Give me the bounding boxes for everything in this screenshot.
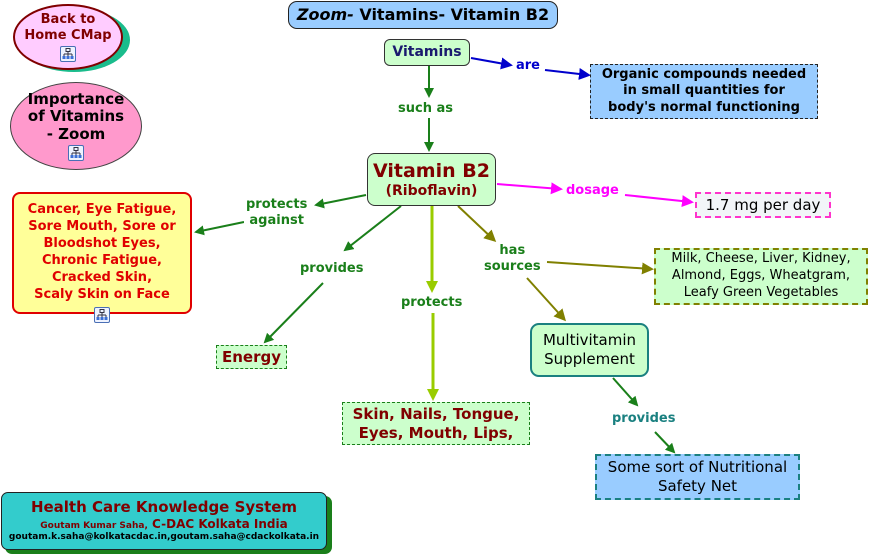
concept-organic-compounds[interactable]: Organic compounds needed in small quanti…	[590, 64, 818, 119]
footer-author-org: C-DAC Kolkata India	[147, 517, 288, 532]
link-b2-provides	[343, 205, 402, 252]
title-italic: Zoom-	[296, 5, 354, 25]
concept-deficiency-symptoms[interactable]: Cancer, Eye Fatigue, Sore Mouth, Sore or…	[12, 192, 192, 314]
footer-title: Health Care Knowledge System	[30, 498, 298, 517]
protects-against-line2: against	[249, 213, 304, 229]
link-dosage-value	[624, 194, 694, 208]
importance-line2: of Vitamins	[27, 107, 125, 126]
link-are-organic	[544, 68, 591, 80]
organic-line2: in small quantities for	[623, 83, 785, 99]
sources-line1: Milk, Cheese, Liver, Kidney,	[671, 251, 851, 267]
footer-credits: Health Care Knowledge System Goutam Kuma…	[1, 492, 327, 550]
protects-against-line1: protects	[246, 197, 308, 212]
concept-protected-body-parts[interactable]: Skin, Nails, Tongue, Eyes, Mouth, Lips,	[342, 402, 530, 445]
link-label-provides-energy: provides	[298, 261, 366, 278]
importance-line3: - Zoom	[46, 124, 106, 143]
footer-emails: goutam.k.saha@kolkatacdac.in,goutam.saha…	[8, 532, 320, 543]
deficiency-line5: Cracked Skin,	[51, 269, 153, 285]
has-sources-line1: has	[499, 243, 526, 258]
back-home-cmap-button[interactable]: Back to Home CMap	[13, 4, 123, 70]
deficiency-line2: Sore Mouth, Sore or	[28, 219, 176, 235]
safety-line1: Some sort of Nutritional	[607, 458, 788, 477]
concept-energy[interactable]: Energy	[216, 345, 287, 369]
concept-map-icon[interactable]	[68, 144, 84, 161]
deficiency-line3: Bloodshot Eyes,	[43, 236, 161, 252]
concept-nutritional-safety-net[interactable]: Some sort of Nutritional Safety Net	[595, 454, 800, 500]
link-label-protects: protects	[399, 295, 465, 312]
concept-vitamins[interactable]: Vitamins	[384, 39, 470, 66]
back-home-line2: Home CMap	[24, 28, 112, 43]
concept-map-icon[interactable]	[60, 45, 76, 62]
protected-line1: Skin, Nails, Tongue,	[352, 404, 520, 423]
link-vitamins-are	[470, 57, 513, 70]
deficiency-line6: Scaly Skin on Face	[34, 286, 170, 302]
vitamin-b2-title: Vitamin B2	[373, 159, 490, 182]
footer-author-name: Goutam Kumar Saha,	[40, 521, 148, 532]
concept-multivitamin-supplement[interactable]: Multivitamin Supplement	[530, 323, 649, 377]
link-protects-against-deficiency	[194, 221, 245, 236]
multivitamin-line1: Multivitamin	[542, 331, 637, 350]
link-provides-safety-net	[654, 431, 676, 454]
map-title: Zoom- Vitamins- Vitamin B2	[288, 1, 558, 29]
has-sources-line2: sources	[484, 259, 541, 275]
sources-line2: Almond, Eggs, Wheatgram,	[671, 268, 851, 284]
dosage-value-text: 1.7 mg per day	[705, 196, 821, 214]
importance-line1: Importance	[27, 90, 125, 109]
link-b2-protects-against	[314, 194, 367, 209]
link-label-are: are	[514, 58, 543, 75]
deficiency-line1: Cancer, Eye Fatigue,	[27, 202, 177, 218]
concept-map-icon[interactable]	[94, 307, 110, 323]
link-sources-foods	[546, 261, 654, 275]
safety-line2: Safety Net	[657, 477, 738, 495]
concept-dosage-value[interactable]: 1.7 mg per day	[695, 192, 831, 218]
energy-text: Energy	[221, 348, 281, 366]
organic-line3: body's normal functioning	[608, 99, 800, 115]
concept-food-sources[interactable]: Milk, Cheese, Liver, Kidney, Almond, Egg…	[654, 248, 868, 305]
link-sources-multivitamin	[526, 277, 567, 322]
importance-of-vitamins-button[interactable]: Importance of Vitamins - Zoom	[10, 82, 142, 170]
protected-line2: Eyes, Mouth, Lips,	[358, 423, 514, 442]
link-b2-dosage	[496, 182, 563, 195]
sources-line3: Leafy Green Vegetables	[683, 284, 839, 300]
multivitamin-line2: Supplement	[544, 350, 635, 368]
link-multivitamin-provides	[612, 377, 639, 407]
concept-vitamins-text: Vitamins	[392, 44, 462, 61]
back-home-line1: Back to	[40, 12, 96, 28]
footer-author: Goutam Kumar Saha, C-DAC Kolkata India	[40, 517, 287, 532]
link-provides-energy	[263, 282, 324, 344]
deficiency-line4: Chronic Fatigue,	[42, 253, 162, 268]
link-label-provides-safety: provides	[610, 411, 678, 428]
concept-vitamin-b2[interactable]: Vitamin B2 (Riboflavin)	[367, 153, 496, 206]
organic-line1: Organic compounds needed	[601, 67, 807, 83]
link-label-such-as: such as	[396, 101, 455, 118]
link-label-has-sources: has sources	[482, 243, 543, 276]
title-text: Vitamins- Vitamin B2	[353, 5, 550, 25]
vitamin-b2-subtitle: (Riboflavin)	[385, 182, 478, 199]
link-label-protects-against: protects against	[244, 197, 310, 230]
link-label-dosage: dosage	[564, 183, 621, 200]
link-b2-has-sources	[457, 205, 497, 243]
